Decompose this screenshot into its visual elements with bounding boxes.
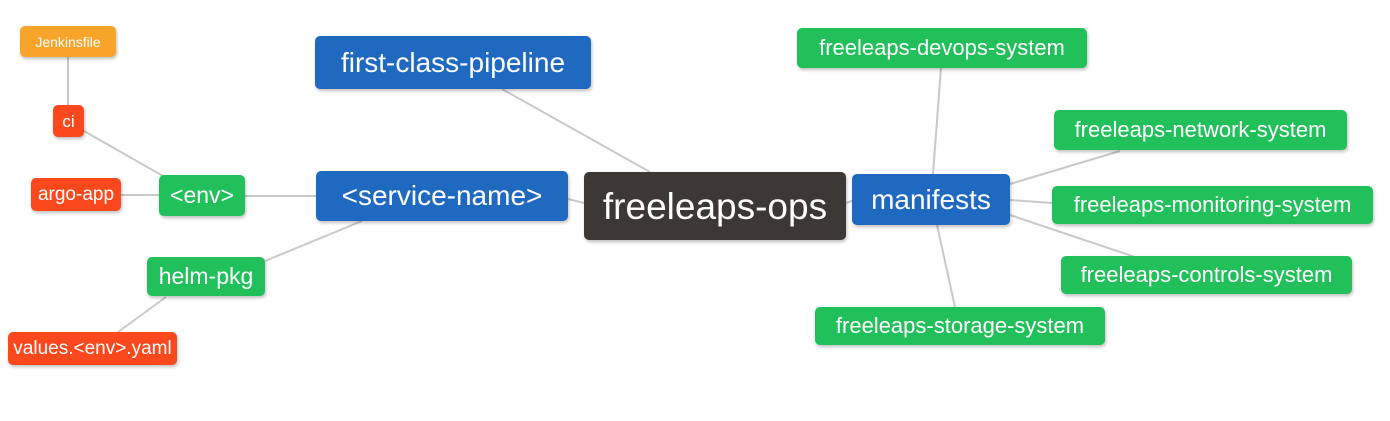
node-manifests[interactable]: manifests	[852, 174, 1010, 225]
node-label-helm-pkg: helm-pkg	[158, 263, 254, 289]
node-values-env-yaml[interactable]: values.<env>.yaml	[8, 332, 177, 365]
node-freeleaps-ops[interactable]: freeleaps-ops	[584, 172, 846, 240]
edge-manifests-to-freeleaps-controls-system	[1009, 214, 1136, 258]
edge-ci-to-env	[83, 130, 164, 177]
node-label-env: <env>	[170, 182, 234, 208]
node-label-freeleaps-storage-system: freeleaps-storage-system	[835, 313, 1085, 338]
node-freeleaps-devops-system[interactable]: freeleaps-devops-system	[797, 28, 1087, 68]
edge-values-env-yaml-to-helm-pkg	[117, 296, 167, 333]
node-jenkinsfile[interactable]: Jenkinsfile	[20, 26, 116, 57]
node-freeleaps-monitoring-system[interactable]: freeleaps-monitoring-system	[1052, 186, 1373, 224]
node-label-argo-app: argo-app	[37, 184, 115, 205]
node-freeleaps-network-system[interactable]: freeleaps-network-system	[1054, 110, 1347, 150]
node-helm-pkg[interactable]: helm-pkg	[147, 257, 265, 296]
node-label-freeleaps-controls-system: freeleaps-controls-system	[1080, 262, 1333, 287]
edge-manifests-to-freeleaps-devops-system	[932, 67, 942, 175]
node-service-name[interactable]: <service-name>	[316, 171, 568, 221]
edge-service-name-to-freeleaps-ops	[567, 198, 585, 204]
node-freeleaps-storage-system[interactable]: freeleaps-storage-system	[815, 307, 1105, 345]
node-label-freeleaps-ops: freeleaps-ops	[602, 185, 828, 227]
node-first-class-pipeline[interactable]: first-class-pipeline	[315, 36, 591, 89]
node-label-freeleaps-network-system: freeleaps-network-system	[1074, 117, 1327, 142]
node-label-jenkinsfile: Jenkinsfile	[35, 33, 101, 50]
edge-first-class-pipeline-to-freeleaps-ops	[501, 88, 651, 173]
node-label-freeleaps-devops-system: freeleaps-devops-system	[819, 35, 1065, 60]
node-label-first-class-pipeline: first-class-pipeline	[340, 46, 566, 78]
node-ci[interactable]: ci	[53, 105, 84, 137]
node-label-manifests: manifests	[871, 183, 991, 215]
node-env[interactable]: <env>	[159, 175, 245, 216]
node-label-ci: ci	[62, 111, 75, 131]
edge-helm-pkg-to-service-name	[264, 220, 363, 262]
node-label-freeleaps-monitoring-system: freeleaps-monitoring-system	[1073, 192, 1352, 217]
node-argo-app[interactable]: argo-app	[31, 178, 121, 211]
edge-freeleaps-ops-to-manifests	[845, 200, 853, 204]
edge-manifests-to-freeleaps-network-system	[1009, 150, 1121, 185]
edge-manifests-to-freeleaps-monitoring-system	[1009, 199, 1053, 204]
node-label-service-name: <service-name>	[341, 180, 543, 211]
edge-manifests-to-freeleaps-storage-system	[936, 224, 956, 308]
node-freeleaps-controls-system[interactable]: freeleaps-controls-system	[1061, 256, 1352, 294]
node-label-values-env-yaml: values.<env>.yaml	[13, 338, 172, 359]
